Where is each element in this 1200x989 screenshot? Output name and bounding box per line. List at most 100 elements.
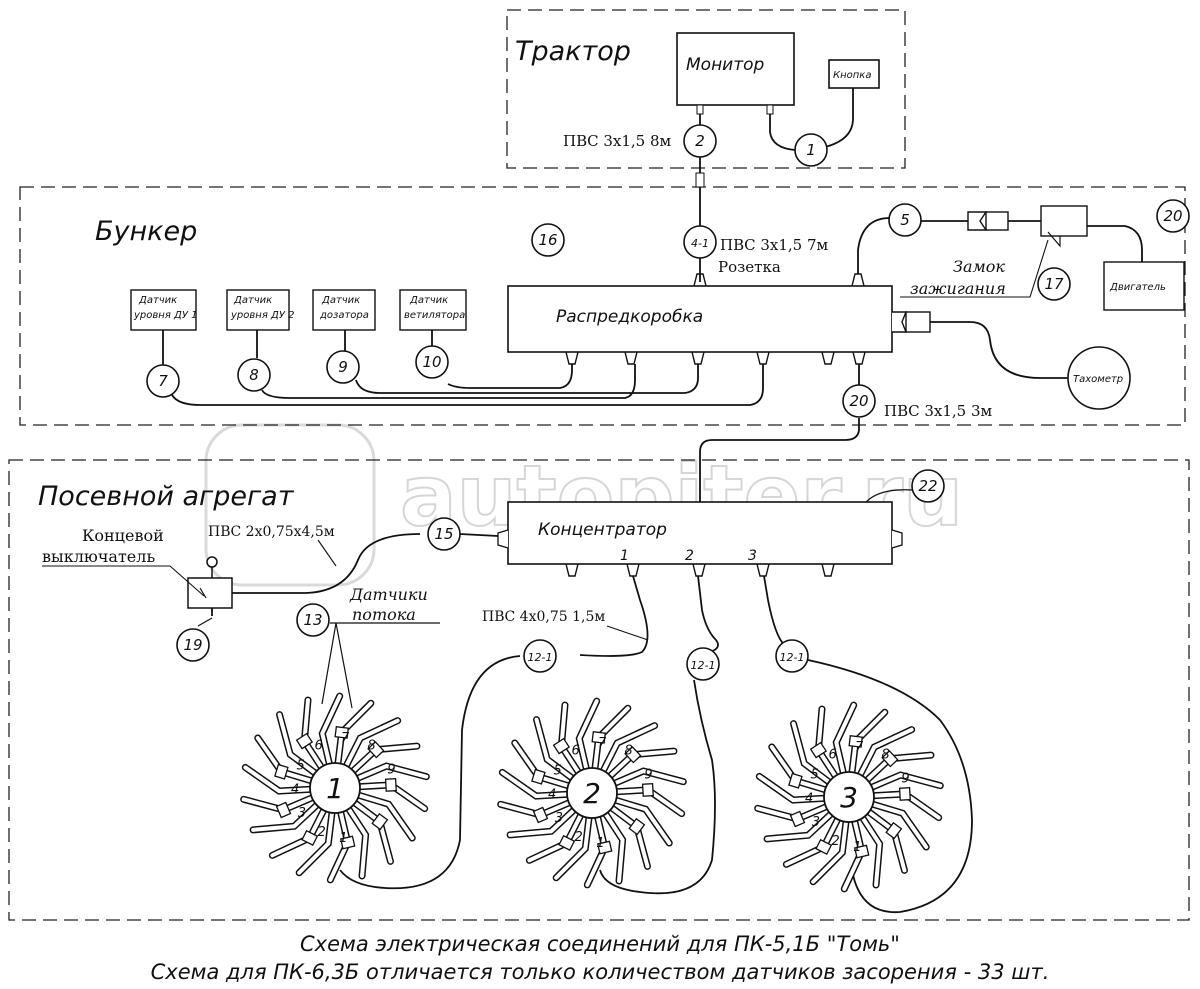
- flow-sensor: [371, 812, 389, 831]
- sensor-level-du1-box: [130, 289, 197, 331]
- cable-label-2x075: ПВС 2х0,75х4,5м: [208, 524, 335, 540]
- flow-sensor: [898, 786, 911, 801]
- sensor-fan-line2: ветилятора: [404, 310, 465, 321]
- wire-monitor-button: [769, 88, 854, 151]
- flow-sensor: [334, 725, 349, 739]
- junction-box-label: Распредкоробка: [556, 307, 703, 327]
- marker-label: 12-1: [691, 659, 716, 672]
- marker-m12-1b: 12-1: [686, 647, 720, 681]
- flow-sensor: [596, 840, 613, 855]
- marker-label: 12-1: [528, 651, 553, 664]
- marker-m17: 17: [1037, 267, 1071, 301]
- sensor-level-du1-line1: Датчик: [138, 295, 177, 306]
- flow-sensor: [295, 732, 314, 750]
- flow-sensors-line1: Датчики: [349, 585, 428, 604]
- flow-sensor: [788, 772, 803, 789]
- marker-m2: 2: [683, 124, 717, 158]
- coulter-number: 3: [812, 815, 820, 830]
- ignition-lock-line1: Замок: [953, 257, 1005, 276]
- flow-sensor: [532, 806, 549, 824]
- marker-label: 2: [695, 132, 705, 150]
- socket-label: Розетка: [718, 258, 781, 276]
- sensor-fan-line1: Датчик: [409, 295, 448, 306]
- marker-m8: 8: [237, 358, 271, 392]
- marker-m4-1: 4-1: [683, 225, 717, 259]
- flow-sensors-line2: потока: [352, 605, 416, 624]
- sensor-dosing-box: [312, 289, 376, 331]
- section-hub: [309, 762, 361, 814]
- flow-sensor: [848, 734, 863, 748]
- seeder-zone-title: Посевной агрегат: [38, 481, 295, 512]
- sensor-level-du2-box: [226, 289, 290, 331]
- cable-label-7m: ПВС 3х1,5 7м: [720, 236, 829, 254]
- section-hub: [566, 767, 618, 819]
- marker-m5: 5: [888, 203, 922, 237]
- port-label-1: 1: [620, 548, 629, 564]
- button-box: [828, 59, 880, 89]
- sensor-level-du1-line2: уровня ДУ 1: [133, 310, 197, 321]
- flow-sensor: [367, 741, 385, 759]
- marker-label: 9: [338, 358, 348, 376]
- marker-m20a: 20: [1156, 199, 1190, 233]
- marker-m12-1c: 12-1: [775, 639, 809, 673]
- marker-label: 1: [806, 141, 816, 159]
- coulter-number: 9: [901, 771, 909, 786]
- concentrator-box: [507, 501, 893, 565]
- coulter-number: 2: [318, 825, 326, 840]
- bunker-zone-title: Бункер: [95, 216, 197, 247]
- engine-box: [1103, 261, 1185, 311]
- coulter-number: 5: [553, 763, 561, 778]
- wire-junction-concentrator: [699, 364, 860, 502]
- wire-tachometer: [930, 321, 1068, 379]
- marker-label: 13: [303, 611, 322, 629]
- limit-switch-line2: выключатель: [42, 547, 155, 566]
- cable-label-8m: ПВС 3х1,5 8м: [563, 132, 672, 150]
- coulter-number: 5: [296, 758, 304, 773]
- section-number: 3: [840, 781, 858, 814]
- tachometer-label: Тахометр: [1073, 374, 1123, 385]
- marker-m20b: 20: [842, 384, 876, 418]
- flow-sensor: [558, 834, 576, 851]
- engine-label: Двигатель: [1109, 282, 1166, 293]
- sensor-fan-box: [399, 289, 467, 331]
- flow-sensor: [881, 750, 899, 768]
- coulter-number: 3: [555, 811, 563, 826]
- caption-line-2: Схема для ПК-6,3Б отличается только коли…: [150, 960, 1050, 984]
- marker-label: 10: [422, 353, 441, 371]
- monitor-box: [676, 32, 795, 106]
- wires-concentrator-sections: [339, 575, 973, 913]
- marker-label: 20: [1163, 207, 1182, 225]
- flow-sensor: [809, 741, 828, 759]
- marker-m15: 15: [427, 517, 461, 551]
- caption-line-1: Схема электрическая соединений для ПК-5,…: [300, 932, 900, 956]
- coulter-number: 4: [291, 783, 299, 798]
- marker-m10: 10: [415, 345, 449, 379]
- wire-limit-switch: [211, 533, 499, 616]
- coulter-number: 3: [298, 806, 306, 821]
- flow-sensor: [384, 777, 397, 792]
- wires-sensors-junction: [162, 330, 764, 406]
- coulter-number: 6: [572, 744, 580, 759]
- flow-sensor: [591, 730, 606, 744]
- marker-m16: 16: [531, 223, 565, 257]
- marker-label: 22: [918, 477, 937, 495]
- seeder-zone: [8, 459, 1190, 921]
- port-label-2: 2: [685, 548, 694, 564]
- marker-label: 15: [434, 525, 453, 543]
- flow-sensor: [301, 829, 319, 846]
- cable-label-3m: ПВС 3х1,5 3м: [884, 402, 993, 420]
- wire-22: [865, 489, 913, 503]
- marker-m12-1a: 12-1: [523, 639, 557, 673]
- port-label-3: 3: [748, 548, 757, 564]
- coulter-number: 2: [575, 830, 583, 845]
- limit-switch-line1: Концевой: [82, 526, 164, 545]
- coulter-number: 6: [829, 748, 837, 763]
- coulter-number: 1: [596, 836, 604, 851]
- flow-sensor: [628, 817, 646, 836]
- monitor-label: Монитор: [686, 55, 765, 75]
- coulter-number: 6: [315, 739, 323, 754]
- section-hub: [823, 771, 875, 823]
